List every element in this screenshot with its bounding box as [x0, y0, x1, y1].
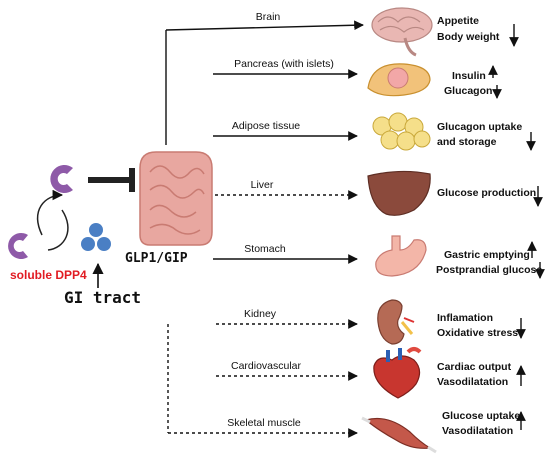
organ-label: Brain — [256, 11, 281, 23]
adipose-icon — [372, 112, 431, 151]
effect-line: Oxidative stress — [437, 327, 518, 339]
organ-label: Liver — [251, 179, 274, 191]
organ-label: Cardiovascular — [231, 360, 302, 372]
soluble-dpp4-label: soluble DPP4 — [10, 268, 87, 282]
effect-line: Inflamation — [437, 312, 493, 324]
organ-label: Kidney — [244, 308, 277, 320]
effect-line: Cardiac output — [437, 361, 512, 373]
kidney-icon — [377, 299, 415, 345]
dpp4-enzyme-icon — [50, 165, 73, 193]
gi-tract-label: GI tract — [64, 288, 141, 307]
glp1-molecules-icon — [81, 223, 111, 251]
intestine-icon — [139, 151, 213, 246]
effect-line: Gastric emptying — [444, 249, 530, 261]
effect-line: and storage — [437, 136, 497, 148]
inhibition-bar — [88, 168, 135, 192]
cycle-arrow-2 — [47, 209, 69, 251]
effect-line: Glucose uptake — [442, 410, 520, 422]
organ-row-pancreas: Pancreas (with islets) Insulin Glucagon — [213, 58, 502, 99]
effect-line: Insulin — [452, 70, 486, 82]
brain-icon — [371, 7, 433, 57]
muscle-icon — [361, 416, 437, 454]
organ-row-adipose: Adipose tissue Glucagon uptake and stora… — [213, 112, 536, 151]
organ-row-brain: Brain Appetite Body weight — [256, 7, 519, 57]
organ-row-stomach: Stomach Gastric emptying Postprandial gl… — [213, 235, 545, 279]
cycle-arrow — [36, 189, 64, 236]
organ-label: Stomach — [244, 243, 286, 255]
effect-line: Glucose production — [437, 187, 536, 199]
organ-row-kidney: Kidney Inflamation Oxidative stress — [216, 299, 526, 345]
effect-line: Postprandial glucose — [436, 264, 542, 276]
organ-label: Skeletal muscle — [227, 417, 301, 429]
organ-label: Adipose tissue — [232, 120, 300, 132]
liver-icon — [367, 170, 431, 216]
effect-line: Vasodilatation — [437, 376, 508, 388]
effect-line: Glucagon — [444, 85, 492, 97]
soluble-dpp4-icon — [8, 233, 29, 260]
effect-line: Vasodilatation — [442, 425, 513, 437]
organ-row-skeletal-muscle: Skeletal muscle Glucose uptake Vasodilat… — [168, 410, 526, 454]
effect-line: Appetite — [437, 15, 479, 27]
organ-label: Pancreas (with islets) — [234, 58, 334, 70]
glp1-gip-label: GLP1/GIP — [125, 251, 188, 266]
stomach-icon — [375, 235, 427, 277]
effect-line: Body weight — [437, 31, 500, 43]
heart-icon — [373, 347, 422, 399]
effect-line: Glucagon uptake — [437, 121, 522, 133]
arrow-brain — [165, 20, 364, 31]
organ-row-liver: Liver Glucose production — [215, 170, 543, 216]
pancreas-icon — [367, 63, 431, 97]
organ-row-cardiovascular: Cardiovascular Cardiac output Vasodilata… — [216, 347, 526, 399]
